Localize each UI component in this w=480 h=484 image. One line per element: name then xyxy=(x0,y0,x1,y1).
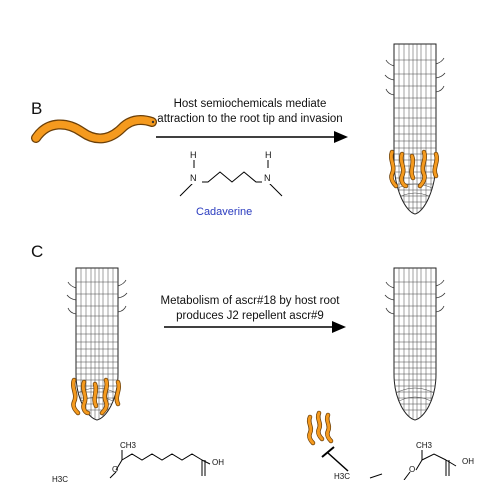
ascr9-structure xyxy=(369,450,457,480)
nematode-icon xyxy=(31,115,157,144)
atom-oh: OH xyxy=(462,457,474,466)
caption-line: produces J2 repellent ascr#9 xyxy=(176,310,324,322)
caption-line: attraction to the root tip and invasion xyxy=(157,113,343,125)
nematode-icon xyxy=(306,410,334,446)
atom-n: N xyxy=(190,173,197,183)
atom-h3c: H3C xyxy=(334,472,351,481)
atom-o: O xyxy=(409,465,416,474)
caption-line: Host semiochemicals mediate xyxy=(173,98,327,110)
panel-label-b: B xyxy=(31,99,43,118)
atom-ch3: CH3 xyxy=(416,441,433,450)
root-illustration xyxy=(384,267,446,421)
nematode-icon xyxy=(71,377,121,416)
panel-a-remnant xyxy=(360,0,480,30)
caption-line: Metabolism of ascr#18 by host root xyxy=(160,295,340,307)
panel-c-caption: Metabolism of ascr#18 by host root produ… xyxy=(150,294,350,324)
panel-label-c: C xyxy=(31,242,44,261)
arrow-right-icon xyxy=(164,321,346,333)
inhibition-arrow xyxy=(327,452,349,472)
arrow-right-icon xyxy=(156,131,348,143)
repelled-nematodes xyxy=(306,410,349,472)
root-illustration xyxy=(66,267,128,421)
atom-o: O xyxy=(112,465,119,474)
ascr18-structure xyxy=(109,450,211,479)
atom-h: H xyxy=(265,150,272,160)
root-illustration xyxy=(384,43,446,215)
nematode-icon xyxy=(389,149,439,189)
atom-oh: OH xyxy=(212,458,224,467)
atom-n: N xyxy=(264,173,271,183)
panel-b-caption: Host semiochemicals mediate attraction t… xyxy=(150,97,350,127)
cadaverine-structure xyxy=(179,160,283,197)
atom-ch3: CH3 xyxy=(120,441,137,450)
compound-name: Cadaverine xyxy=(196,206,253,218)
atom-h: H xyxy=(190,150,197,160)
